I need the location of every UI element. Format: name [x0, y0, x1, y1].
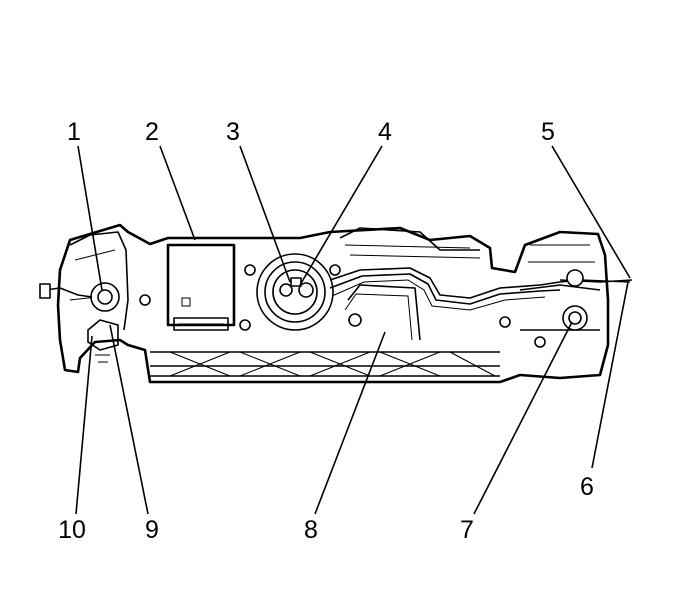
leader-9 [109, 324, 149, 515]
leader-2 [159, 145, 196, 241]
callout-9: 9 [145, 516, 159, 544]
callout-labels: 1 2 3 4 5 6 7 8 9 10 [58, 118, 594, 544]
callout-7: 7 [460, 516, 474, 544]
callout-3: 3 [226, 118, 240, 146]
callout-1: 1 [67, 118, 81, 146]
leader-10 [75, 335, 93, 515]
leader-4 [299, 145, 383, 286]
left-fill-fitting [39, 282, 120, 363]
right-vent-fitting [562, 269, 588, 331]
leader-1 [77, 145, 103, 291]
control-module-box [166, 243, 236, 331]
callout-4: 4 [378, 118, 392, 146]
fuel-tank [56, 223, 610, 384]
callout-8: 8 [304, 516, 318, 544]
leader-8 [314, 331, 386, 515]
leader-5 [551, 145, 631, 279]
leader-3 [239, 145, 291, 283]
leader-lines [75, 145, 631, 515]
callout-10: 10 [58, 516, 86, 544]
callout-6: 6 [580, 473, 594, 501]
fuel-pump-module [256, 253, 334, 331]
callout-5: 5 [541, 118, 555, 146]
leader-7 [473, 321, 573, 515]
leader-6 [591, 281, 629, 469]
callout-2: 2 [145, 118, 159, 146]
